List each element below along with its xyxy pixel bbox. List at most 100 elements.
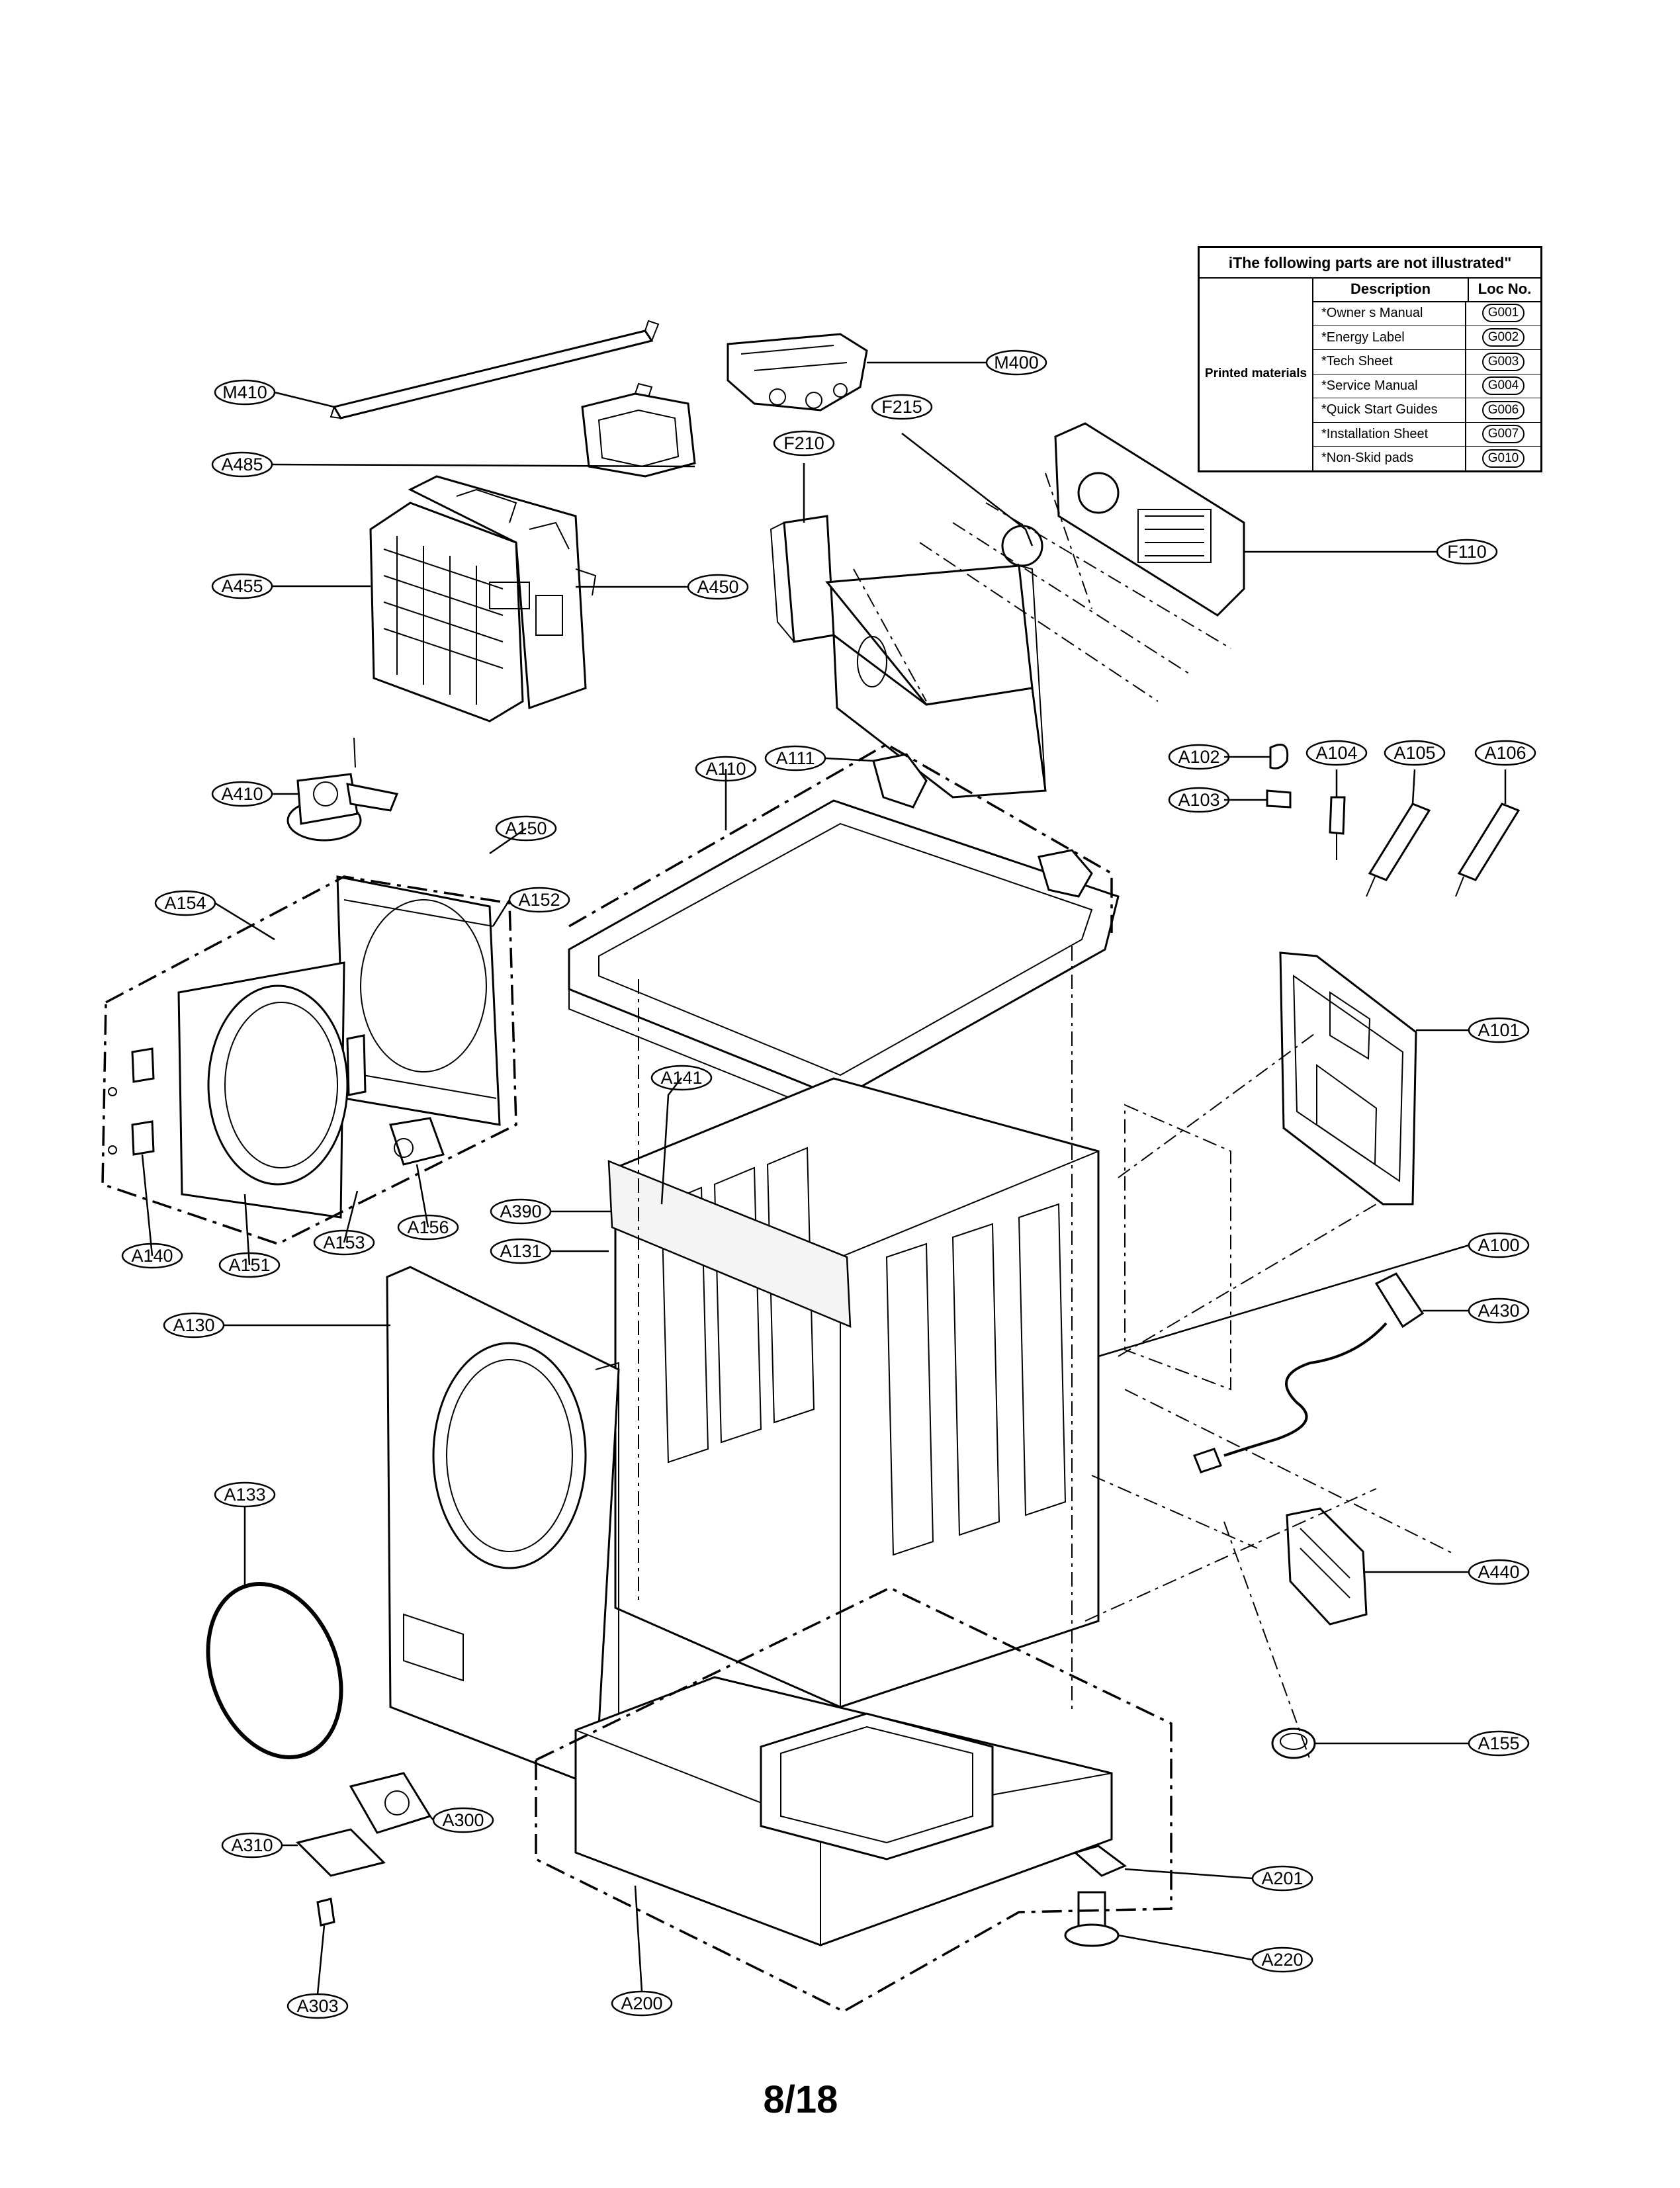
row-loc-cell: G001 <box>1466 301 1540 326</box>
svg-text:A111: A111 <box>775 748 815 768</box>
svg-text:A156: A156 <box>407 1217 449 1237</box>
svg-text:A131: A131 <box>500 1241 541 1261</box>
part-m410-bracket <box>330 320 660 419</box>
part-a300-a310-door <box>296 1772 432 1877</box>
svg-text:M400: M400 <box>994 353 1039 372</box>
part-a140-hinges <box>108 1047 155 1156</box>
svg-text:A150: A150 <box>505 818 547 838</box>
phantom-outline-base <box>535 1587 1172 2013</box>
callout-a140: A140 <box>121 1243 183 1269</box>
callout-a200: A200 <box>611 1990 673 2017</box>
part-f210-panel <box>770 515 1047 799</box>
row-loc: G003 <box>1481 352 1525 371</box>
row-loc: G007 <box>1481 425 1525 444</box>
part-a390-bracket <box>607 1160 852 1328</box>
callout-f210: F210 <box>773 430 835 457</box>
callout-a450: A450 <box>687 574 749 600</box>
part-a485 <box>581 382 696 478</box>
callout-m410: M410 <box>214 379 276 406</box>
svg-text:A130: A130 <box>173 1315 214 1335</box>
page-number: 8/18 <box>763 2078 838 2121</box>
callout-a201: A201 <box>1251 1865 1313 1892</box>
part-a430-cord <box>1193 1272 1425 1473</box>
part-a201-bracket <box>1073 1845 1127 1877</box>
callout-a220: A220 <box>1251 1947 1313 1973</box>
callout-a103: A103 <box>1168 787 1230 813</box>
svg-text:A106: A106 <box>1484 743 1526 763</box>
svg-text:A485: A485 <box>221 455 263 474</box>
part-a104 <box>1329 796 1346 860</box>
svg-text:A140: A140 <box>131 1246 173 1266</box>
callout-a151: A151 <box>218 1252 281 1278</box>
table-title: iThe following parts are not illustrated… <box>1200 248 1540 279</box>
svg-text:A310: A310 <box>231 1835 273 1855</box>
callout-a310: A310 <box>221 1832 283 1859</box>
part-a110-top-cover <box>568 799 1120 1119</box>
phantom-lines-cabinet <box>638 946 1231 1714</box>
part-a153-latch <box>346 1034 367 1096</box>
svg-text:A101: A101 <box>1478 1020 1519 1040</box>
callout-a106: A106 <box>1474 740 1536 766</box>
leader-lines <box>141 361 1507 1995</box>
callout-a455: A455 <box>211 573 273 599</box>
part-a410 <box>287 737 399 842</box>
part-a102-a103 <box>1266 744 1292 809</box>
row-loc-cell: G006 <box>1466 398 1540 422</box>
svg-text:A141: A141 <box>660 1068 702 1088</box>
svg-text:A390: A390 <box>500 1202 541 1221</box>
part-a450-pcb <box>408 475 597 710</box>
part-a100-cabinet <box>614 1077 1100 1708</box>
callout-a410: A410 <box>211 781 273 807</box>
row-description: *Quick Start Guides <box>1312 398 1466 422</box>
part-a220-foot <box>1064 1891 1120 1947</box>
table-group-label: Printed materials <box>1204 367 1307 380</box>
svg-text:A410: A410 <box>221 784 263 804</box>
svg-text:A151: A151 <box>228 1255 270 1275</box>
callout-a154: A154 <box>154 890 216 916</box>
callout-f110: F110 <box>1436 539 1498 565</box>
phantom-lines-rear <box>1084 1031 1456 1761</box>
row-loc: G004 <box>1481 376 1525 396</box>
svg-text:A110: A110 <box>705 759 746 779</box>
part-a101-rear-cover <box>1279 951 1417 1205</box>
row-loc: G010 <box>1481 449 1525 468</box>
row-loc: G002 <box>1481 328 1525 347</box>
svg-text:A133: A133 <box>224 1485 265 1505</box>
callout-a110: A110 <box>695 756 757 782</box>
callout-a133: A133 <box>214 1481 276 1508</box>
svg-text:A200: A200 <box>621 1993 662 2013</box>
svg-text:A153: A153 <box>323 1233 365 1252</box>
callout-f215: F215 <box>871 394 933 420</box>
svg-text:F215: F215 <box>881 397 922 417</box>
row-loc-cell: G002 <box>1466 326 1540 350</box>
part-a200-base <box>574 1676 1113 1947</box>
callout-a156: A156 <box>397 1214 459 1241</box>
row-description: *Owner s Manual <box>1312 301 1466 326</box>
callout-a111: A111 <box>764 745 826 771</box>
part-a106 <box>1455 803 1521 897</box>
callout-a430: A430 <box>1468 1297 1530 1324</box>
phantom-lines-top <box>853 472 1231 702</box>
callout-a440: A440 <box>1468 1559 1530 1585</box>
callout-a390: A390 <box>490 1198 552 1225</box>
callout-a131: A131 <box>490 1238 552 1264</box>
callout-a130: A130 <box>163 1312 225 1338</box>
table-header-row: Description Loc No. <box>1312 277 1540 302</box>
part-a151-front-panel <box>177 961 349 1219</box>
callout-a155: A155 <box>1468 1730 1530 1757</box>
column-header-description: Description <box>1312 277 1469 301</box>
part-a455-pcb-cover <box>369 502 524 722</box>
row-loc-cell: G010 <box>1466 447 1540 470</box>
callout-a153: A153 <box>313 1229 375 1256</box>
callout-a303: A303 <box>287 1993 349 2019</box>
row-loc-cell: G003 <box>1466 350 1540 374</box>
svg-text:A104: A104 <box>1315 743 1357 763</box>
